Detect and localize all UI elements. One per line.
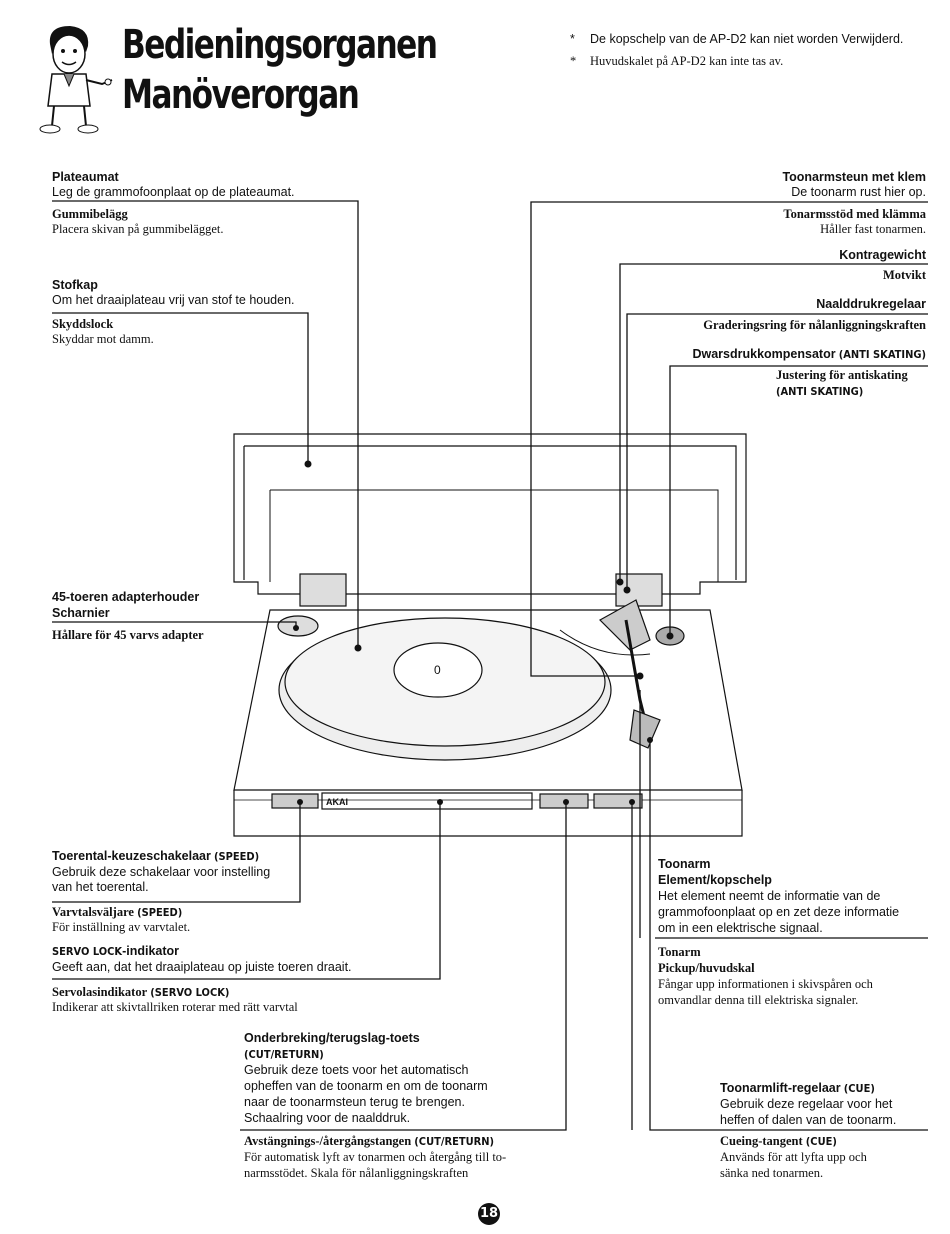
cue-desc-2: heffen of dalen van de toonarm. bbox=[720, 1113, 897, 1127]
plateaumat-desc: Leg de grammofoonplaat op de plateaumat. bbox=[52, 185, 295, 199]
anti-skating-title: Dwarsdrukkompensator (ANTI SKATING) bbox=[692, 347, 926, 361]
speed-title: Toerental-keuzeschakelaar (SPEED) bbox=[52, 849, 260, 863]
cue-title-sv: Cueing-tangent (CUE) bbox=[720, 1134, 837, 1148]
skyddslock-title: Skyddslock bbox=[52, 317, 114, 331]
adapter-title-sv: Hållare för 45 varvs adapter bbox=[52, 628, 204, 642]
skyddslock-desc: Skyddar mot damm. bbox=[52, 332, 154, 346]
tonearm-desc-sv-2: omvandlar denna till elektriska signaler… bbox=[658, 993, 859, 1007]
anti-skating-title-sv: Justering för antiskating bbox=[776, 368, 908, 382]
servo-desc: Geeft aan, dat het draaiplateau op juist… bbox=[52, 960, 352, 974]
cut-return-desc-3: naar de toonarmsteun terug te brengen. bbox=[244, 1095, 465, 1109]
tonearm-title: Toonarm bbox=[658, 857, 711, 871]
servo-desc-sv: Indikerar att skivtallriken roterar med … bbox=[52, 1000, 298, 1014]
servo-title-sv: Servolasindikator (SERVO LOCK) bbox=[52, 985, 230, 999]
cue-desc-sv-1: Används för att lyfta upp och bbox=[720, 1150, 867, 1164]
gummibelagg-title: Gummibelägg bbox=[52, 207, 128, 221]
speed-desc-sv: För inställning av varvtalet. bbox=[52, 920, 191, 934]
anti-skating-tag-sv: (ANTI SKATING) bbox=[776, 385, 864, 398]
armrest-desc-sv: Håller fast tonarmen. bbox=[820, 222, 926, 236]
cut-return-title: Onderbreking/terugslag-toets bbox=[244, 1031, 420, 1045]
tonearm-desc-2: grammofoonplaat op en zet deze informati… bbox=[658, 905, 900, 919]
armrest-title-sv: Tonarmsstöd med klämma bbox=[783, 207, 926, 221]
plateaumat-title: Plateaumat bbox=[52, 170, 119, 184]
cartridge-title-sv: Pickup/huvudskal bbox=[658, 961, 755, 975]
armrest-desc: De toonarm rust hier op. bbox=[791, 185, 926, 199]
stofkap-title: Stofkap bbox=[52, 278, 98, 292]
speed-desc-2: van het toerental. bbox=[52, 880, 149, 894]
page-number: 18 bbox=[478, 1203, 500, 1225]
tonearm-title-sv: Tonarm bbox=[658, 945, 701, 959]
gummibelagg-desc: Placera skivan på gummibelägget. bbox=[52, 222, 224, 236]
cut-return-desc-1: Gebruik deze toets voor het automatisch bbox=[244, 1063, 469, 1077]
cut-return-desc-sv-1: För automatisk lyft av tonarmen och åter… bbox=[244, 1150, 507, 1164]
adapter-title: 45-toeren adapterhouder bbox=[52, 590, 200, 604]
page-title-line1: Bedieningsorganen bbox=[122, 22, 438, 68]
cut-return-title-sv: Avstängnings-/återgångstangen (CUT/RETUR… bbox=[244, 1134, 495, 1148]
cartridge-title: Element/kopschelp bbox=[658, 873, 772, 887]
mascot-illustration bbox=[39, 26, 113, 134]
stofkap-desc: Om het draaiplateau vrij van stof te hou… bbox=[52, 293, 295, 307]
notes: *De kopschelp van de AP-D2 kan niet word… bbox=[570, 28, 903, 72]
note-nl: *De kopschelp van de AP-D2 kan niet word… bbox=[570, 32, 904, 46]
cut-return-desc-2: opheffen van de toonarm en om de toonarm bbox=[244, 1079, 488, 1093]
cue-title: Toonarmlift-regelaar (CUE) bbox=[720, 1081, 875, 1095]
cue-desc-1: Gebruik deze regelaar voor het bbox=[720, 1097, 893, 1111]
speed-desc-1: Gebruik deze schakelaar voor instelling bbox=[52, 865, 271, 879]
tonearm-desc-3: om in een elektrische signaal. bbox=[658, 921, 823, 935]
cut-return-tag: (CUT/RETURN) bbox=[244, 1048, 324, 1061]
scharnier-title: Scharnier bbox=[52, 606, 110, 620]
speed-title-sv: Varvtalsväljare (SPEED) bbox=[52, 905, 183, 919]
stylus-pressure-title: Naalddrukregelaar bbox=[816, 297, 926, 311]
note-sv: *Huvudskalet på AP-D2 kan inte tas av. bbox=[570, 54, 784, 68]
stylus-pressure-title-sv: Graderingsring för nålanliggningskraften bbox=[703, 318, 926, 332]
servo-title: SERVO LOCK-indikator bbox=[52, 944, 180, 958]
tonearm-desc-1: Het element neemt de informatie van de bbox=[658, 889, 881, 903]
cut-return-desc-sv-2: narmsstödet. Skala för nålanliggningskra… bbox=[244, 1166, 469, 1180]
platter-label: 0 bbox=[434, 663, 441, 677]
cut-return-desc-4: Schaalring voor de naalddruk. bbox=[244, 1111, 411, 1125]
armrest-title: Toonarmsteun met klem bbox=[782, 170, 926, 184]
cue-desc-sv-2: sänka ned tonarmen. bbox=[720, 1166, 824, 1180]
page-title-line2: Manöverorgan bbox=[122, 72, 360, 118]
counterweight-title: Kontragewicht bbox=[839, 248, 926, 262]
counterweight-title-sv: Motvikt bbox=[882, 268, 926, 282]
tonearm-desc-sv-1: Fångar upp informationen i skivspåren oc… bbox=[658, 977, 873, 991]
brand-mark: AKAI bbox=[326, 797, 348, 807]
